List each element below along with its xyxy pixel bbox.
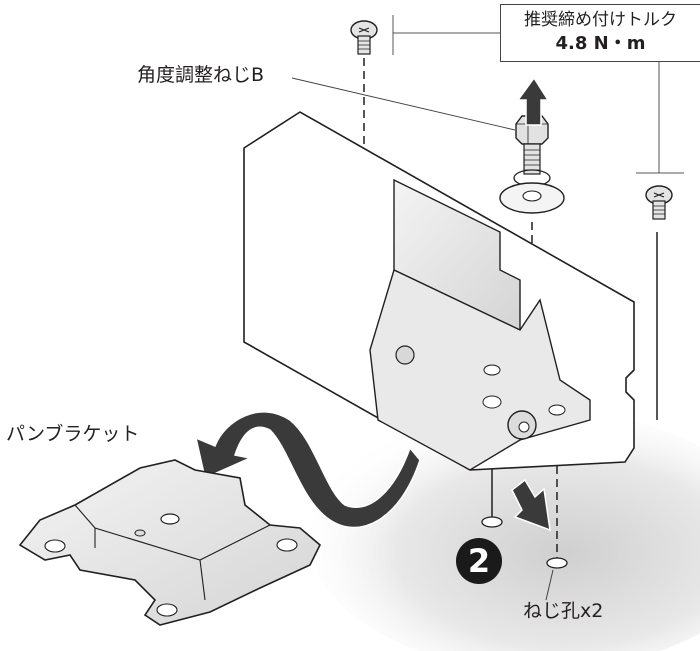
pan-bracket-label: パンブラケット — [6, 423, 140, 445]
screw-holes-label: ねじ孔x2 — [523, 600, 604, 622]
bracket-hole — [156, 603, 178, 617]
screw-hole — [481, 516, 503, 528]
bracket-hole — [276, 538, 298, 552]
phillips-screw-icon — [350, 20, 378, 55]
washer-icon — [499, 182, 565, 214]
bracket-hole — [160, 513, 180, 525]
screw-hole-leader — [545, 569, 554, 601]
pan-bracket — [18, 459, 321, 626]
phillips-screw-icon — [645, 185, 673, 220]
mount-hole — [482, 395, 502, 409]
torque-callout: 推奨締め付けトルク 4.8 N・m — [500, 4, 700, 62]
step-number-badge: 2 — [456, 538, 502, 584]
torque-value: 4.8 N・m — [555, 32, 646, 54]
torque-leader-lines — [392, 15, 684, 174]
mount-hole — [548, 404, 566, 416]
torque-title: 推奨締め付けトルク — [524, 10, 677, 30]
angle-screw-label: 角度調整ねじB — [137, 64, 265, 86]
mount-hole — [483, 364, 501, 376]
lock-screw — [395, 345, 415, 365]
bracket-pin — [134, 529, 146, 537]
screw-hole — [546, 557, 568, 569]
bracket-hole — [44, 539, 66, 553]
down-arrow-icon — [511, 478, 551, 532]
angle-screw-leader — [291, 77, 516, 131]
curved-arrow-icon — [194, 411, 421, 529]
up-arrow-icon — [516, 76, 550, 126]
